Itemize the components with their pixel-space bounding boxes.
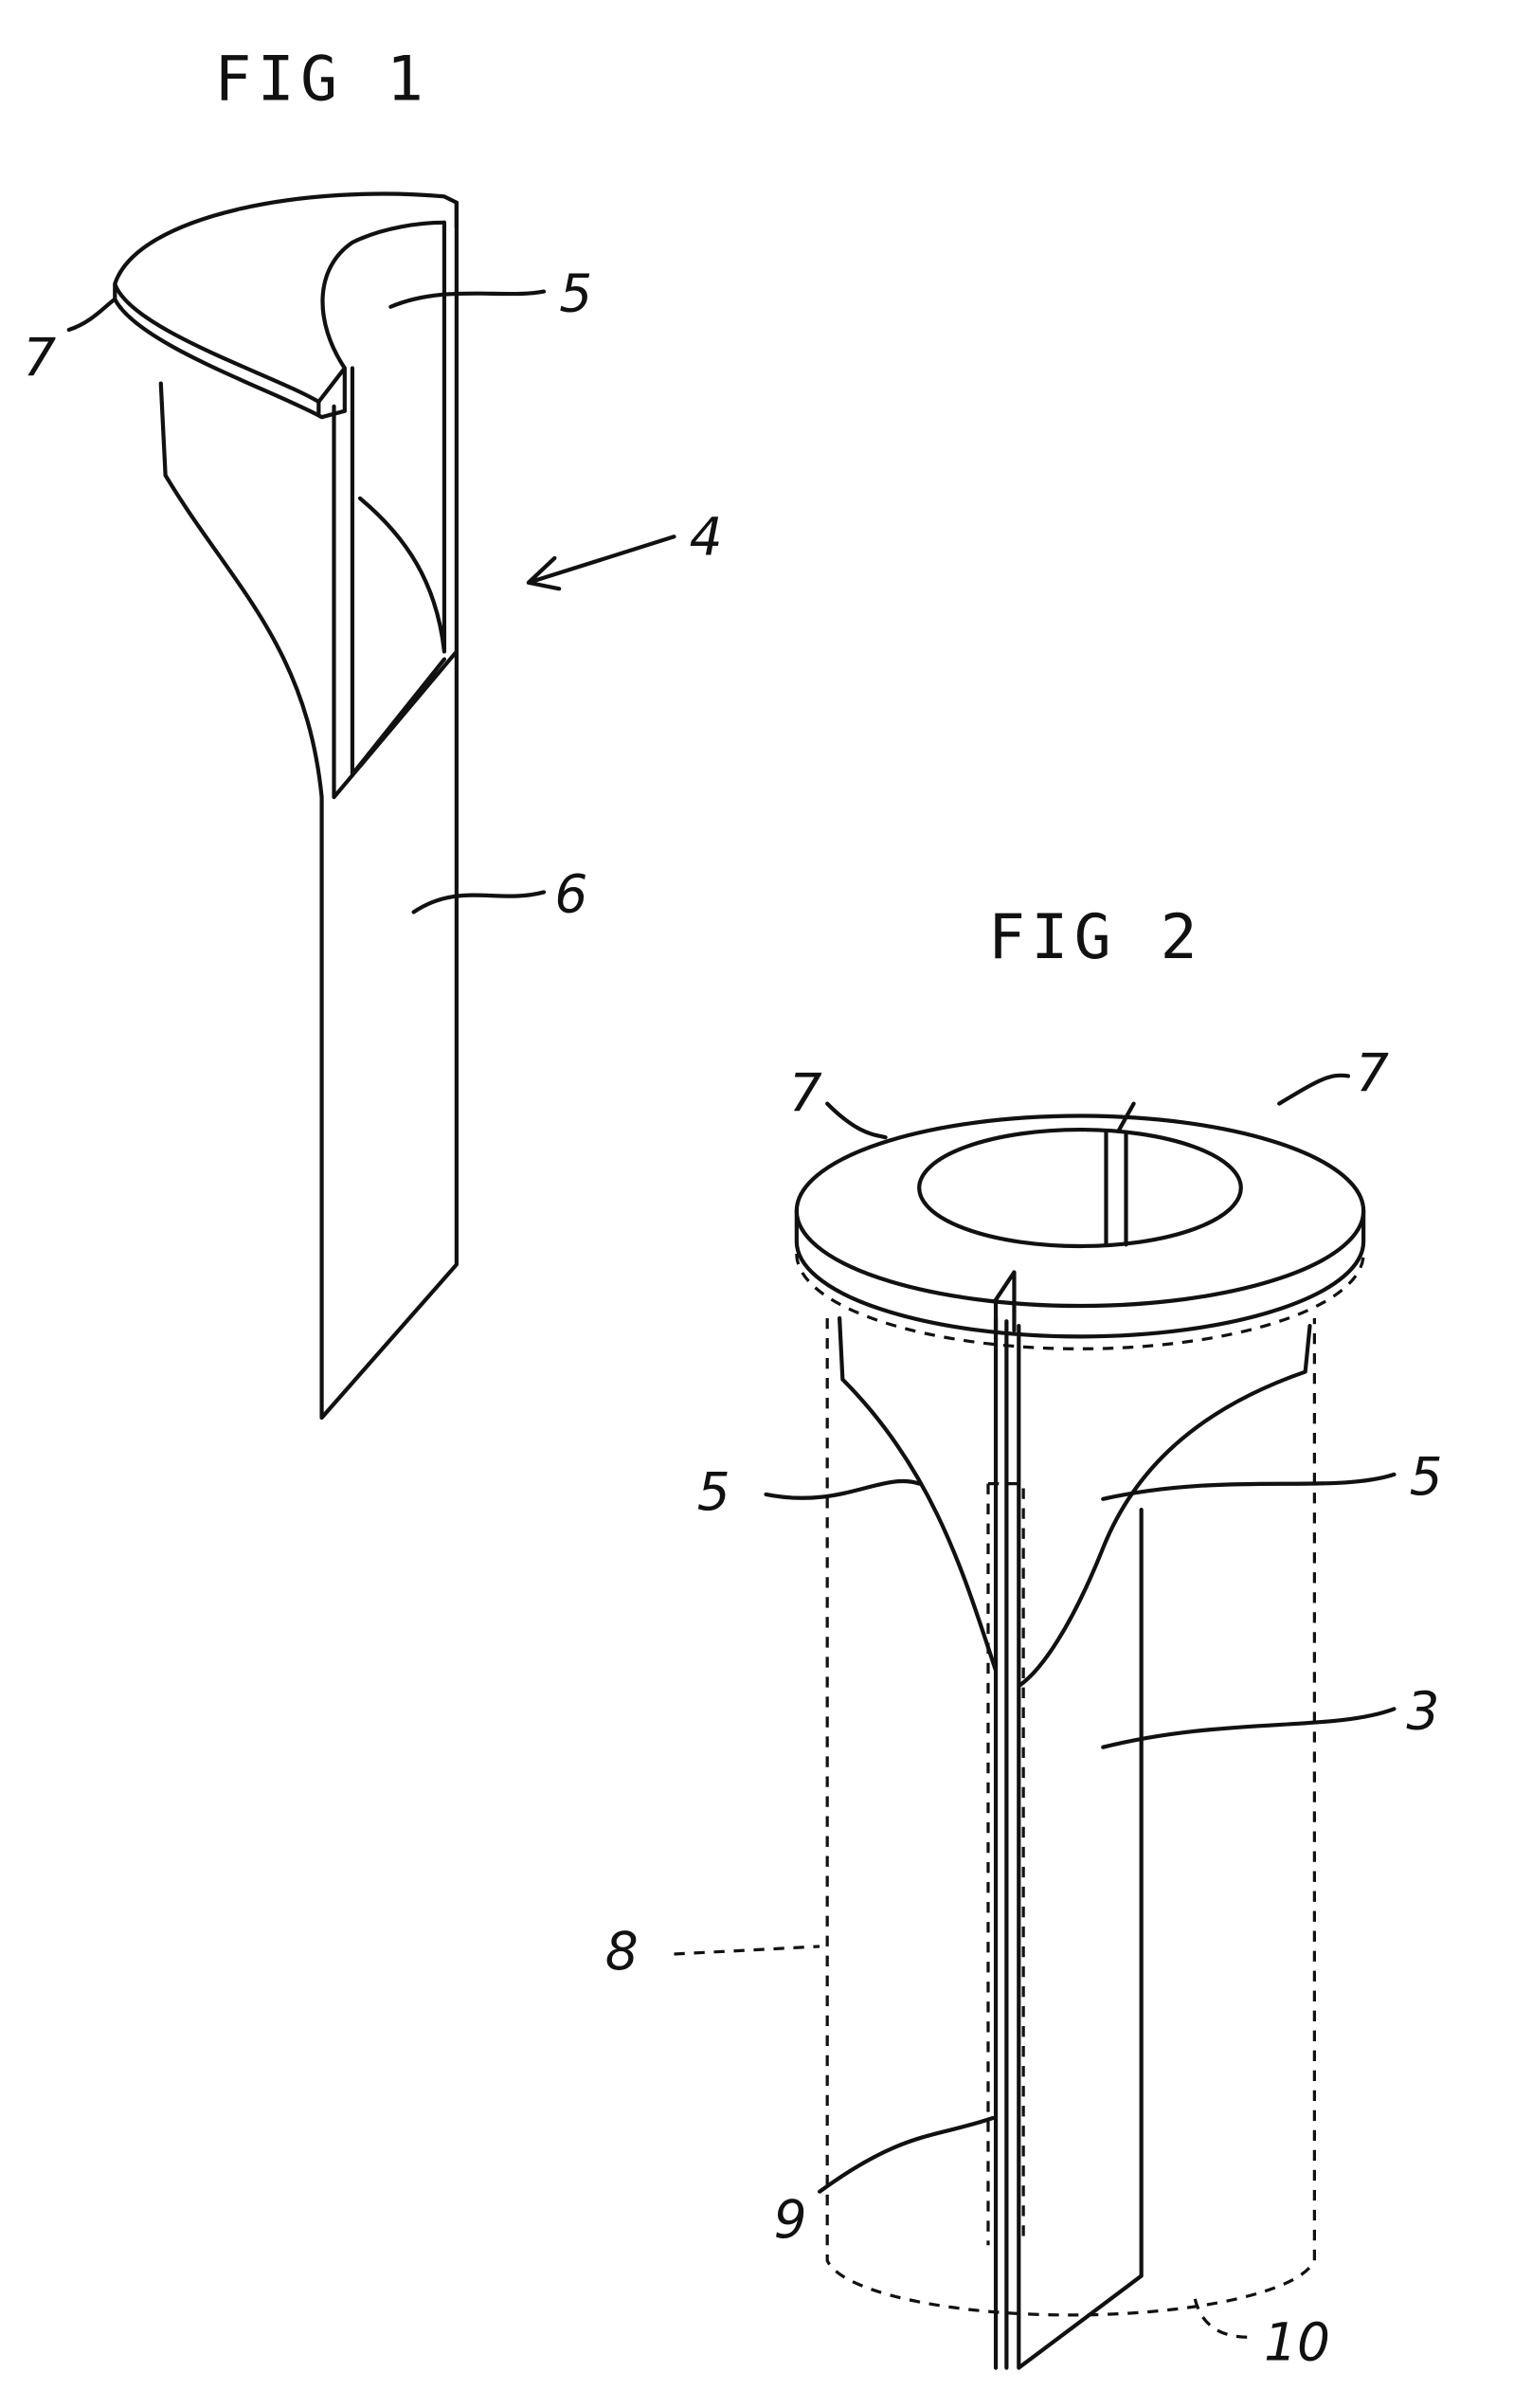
- leader-3: [1101, 1707, 1397, 1749]
- ring-hole: [917, 1127, 1243, 1249]
- label-8: 8: [605, 1921, 639, 1982]
- label-9: 9: [774, 2189, 807, 2250]
- label-5: 5: [559, 263, 592, 324]
- leader-5a: [764, 1478, 922, 1500]
- label-10: 10: [1264, 2312, 1330, 2373]
- fig1-flange-top: [113, 191, 459, 420]
- figure-1: FIG 1 7 5 4 6: [23, 44, 723, 1421]
- leader-7b: [1277, 1073, 1351, 1106]
- ring-side: [794, 1208, 1366, 1339]
- leader-7a: [825, 1101, 888, 1140]
- fig2-body: [838, 1315, 1312, 2370]
- label-7b: 7: [1356, 1043, 1389, 1104]
- fig1-title: FIG 1: [214, 44, 429, 115]
- leader-10: [1193, 2298, 1249, 2339]
- leader-5b: [1101, 1472, 1397, 1501]
- label-5a: 5: [697, 1461, 730, 1522]
- label-7: 7: [23, 328, 56, 389]
- label-4: 4: [690, 507, 723, 568]
- ring-split: [993, 1101, 1136, 1333]
- label-6: 6: [554, 863, 587, 924]
- label-3: 3: [1406, 1680, 1439, 1741]
- ring-top: [794, 1113, 1366, 1309]
- leader-6: [411, 890, 547, 914]
- figure-2: FIG 2 7 7 5 5 3 8 9 10: [605, 902, 1443, 2373]
- arrow-4: [526, 534, 676, 591]
- label-5b: 5: [1410, 1446, 1443, 1507]
- fig1-body: [158, 200, 459, 1421]
- leader-7: [66, 297, 117, 333]
- tube-outline: [795, 1254, 1365, 2317]
- leader-5: [388, 289, 547, 309]
- leader-8: [674, 1945, 820, 1956]
- label-7a: 7: [789, 1063, 822, 1124]
- leader-9: [817, 2115, 995, 2194]
- fig2-title: FIG 2: [988, 902, 1203, 973]
